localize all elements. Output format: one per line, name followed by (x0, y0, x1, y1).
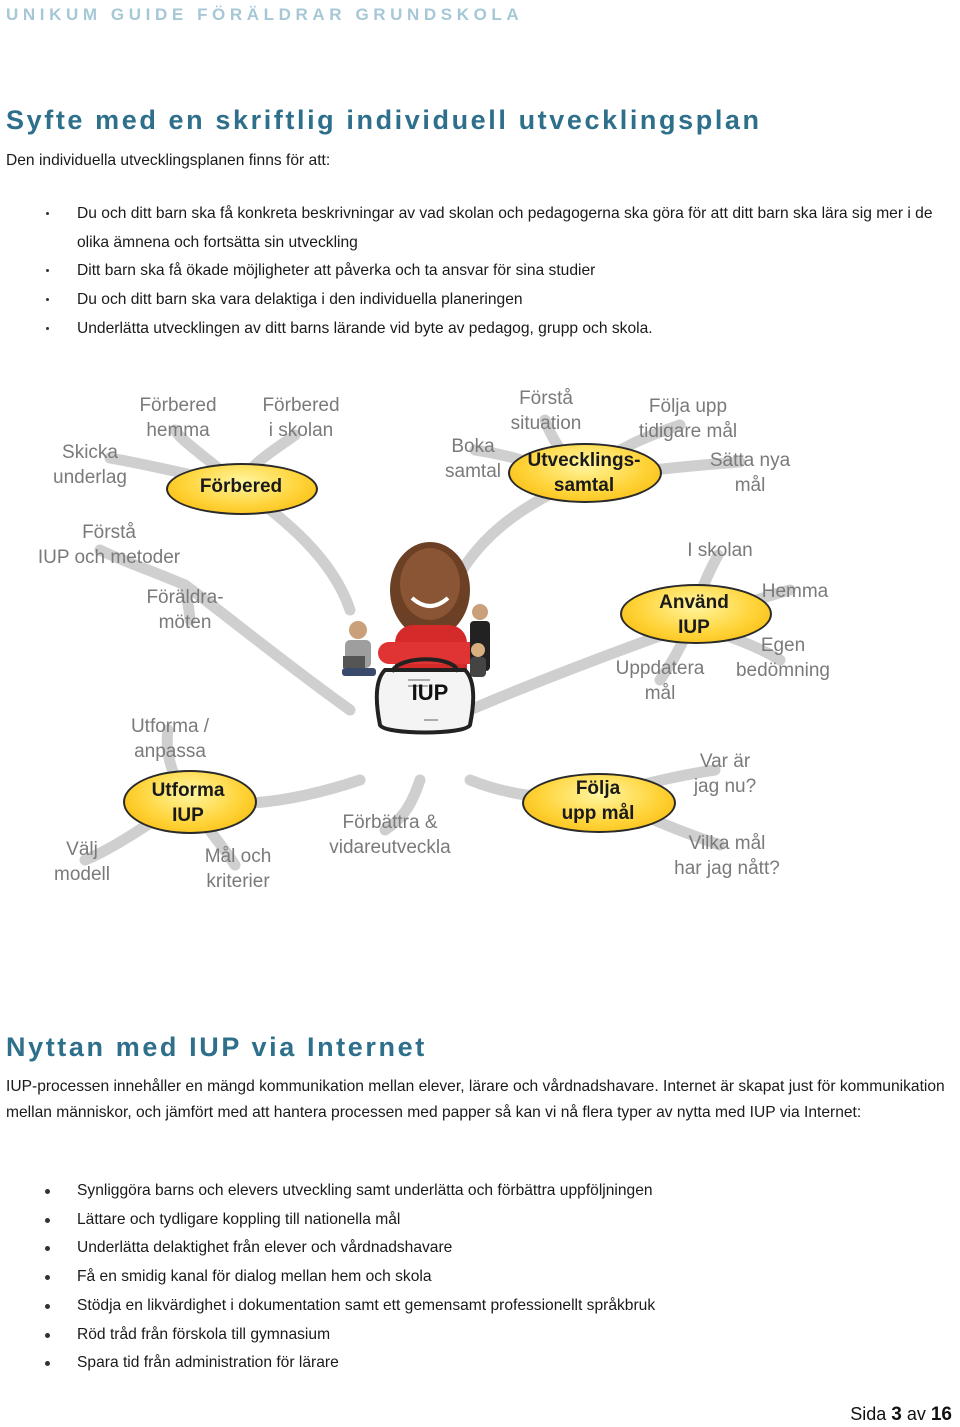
label-var-ar-jag: Var är jag nu? (693, 751, 757, 797)
oval-label-utforma-iup: Utforma IUP (151, 780, 225, 826)
label-forbered-hemma: Förbered hemma (139, 395, 217, 441)
page-current: 3 (891, 1404, 902, 1425)
label-vilka-mal: Vilka mål har jag nått? (674, 833, 780, 879)
list-item: Ditt barn ska få ökade möjligheter att p… (0, 257, 957, 286)
list-item: Spara tid från administration för lärare (0, 1349, 957, 1378)
oval-utvecklingssamtal (508, 443, 662, 503)
page-number: Sida 3 av 16 (850, 1404, 952, 1426)
list-item: Du och ditt barn ska få konkreta beskriv… (0, 200, 957, 257)
label-skicka-underlag: Skicka underlag (53, 442, 127, 488)
purpose-list: Du och ditt barn ska få konkreta beskriv… (0, 200, 957, 344)
label-uppdatera-mal: Uppdatera mål (615, 658, 705, 704)
label-boka-samtal: Boka samtal (445, 436, 501, 482)
list-item: Underlätta utvecklingen av ditt barns lä… (0, 315, 957, 344)
label-forbered-skolan: Förbered i skolan (262, 395, 340, 441)
label-forsta-situation: Förstå situation (510, 388, 582, 434)
label-forsta-iup: Förstå IUP och metoder (37, 522, 181, 568)
document-header: UNIKUM GUIDE FÖRÄLDRAR GRUNDSKOLA (6, 5, 524, 24)
label-foraldramoten: Föräldra- möten (146, 587, 224, 633)
label-mal-kriterier: Mål och kriterier (204, 846, 272, 892)
list-item: Lättare och tydligare koppling till nati… (0, 1206, 957, 1235)
label-forbattra: Förbättra & vidareutveckla (329, 812, 451, 858)
oval-label-folja-upp-mal: Följa upp mål (561, 778, 635, 824)
oval-folja-upp-mal (522, 773, 676, 833)
parents-figure (470, 604, 490, 677)
page-total: 16 (930, 1404, 952, 1425)
page-sep: av (906, 1404, 926, 1424)
oval-utforma-iup (123, 770, 257, 834)
list-item: Röd tråd från förskola till gymnasium (0, 1321, 957, 1350)
section-title-syfte: Syfte med en skriftlig individuell utvec… (6, 105, 762, 135)
label-hemma: Hemma (761, 581, 829, 602)
section-intro-syfte: Den individuella utvecklingsplanen finns… (6, 152, 331, 169)
oval-forbered (166, 463, 318, 515)
benefits-list: Synliggöra barns och elevers utveckling … (0, 1177, 957, 1378)
label-utforma-anpassa: Utforma / anpassa (130, 716, 210, 762)
iup-bag-label: IUP (411, 680, 449, 705)
list-item: Underlätta delaktighet från elever och v… (0, 1234, 957, 1263)
list-item: Stödja en likvärdighet i dokumentation s… (0, 1292, 957, 1321)
list-item: Synliggöra barns och elevers utveckling … (0, 1177, 957, 1206)
oval-label-forbered: Förbered (199, 476, 283, 497)
list-item: Få en smidig kanal för dialog mellan hem… (0, 1263, 957, 1292)
section-intro-nyttan: IUP-processen innehåller en mängd kommun… (6, 1078, 945, 1121)
label-valj-modell: Välj modell (54, 839, 110, 885)
label-i-skolan: I skolan (687, 540, 753, 561)
page-prefix: Sida (850, 1404, 887, 1424)
oval-anvand-iup (620, 584, 772, 644)
list-item: Du och ditt barn ska vara delaktiga i de… (0, 286, 957, 315)
iup-process-diagram: IUP Förbered Utvecklings- samtal Använd … (0, 380, 960, 920)
oval-label-utvecklingssamtal: Utvecklings- samtal (527, 450, 641, 496)
label-folja-upp-tidigare: Följa upp tidigare mål (638, 396, 738, 442)
oval-label-anvand-iup: Använd IUP (659, 592, 729, 638)
label-satta-nya-mal: Sätta nya mål (709, 450, 791, 496)
label-egen-bedomning: Egen bedömning (735, 635, 831, 681)
iup-bag-illustration (374, 657, 476, 735)
parent-laptop-figure (342, 621, 376, 676)
section-title-nyttan: Nyttan med IUP via Internet (6, 1032, 427, 1062)
